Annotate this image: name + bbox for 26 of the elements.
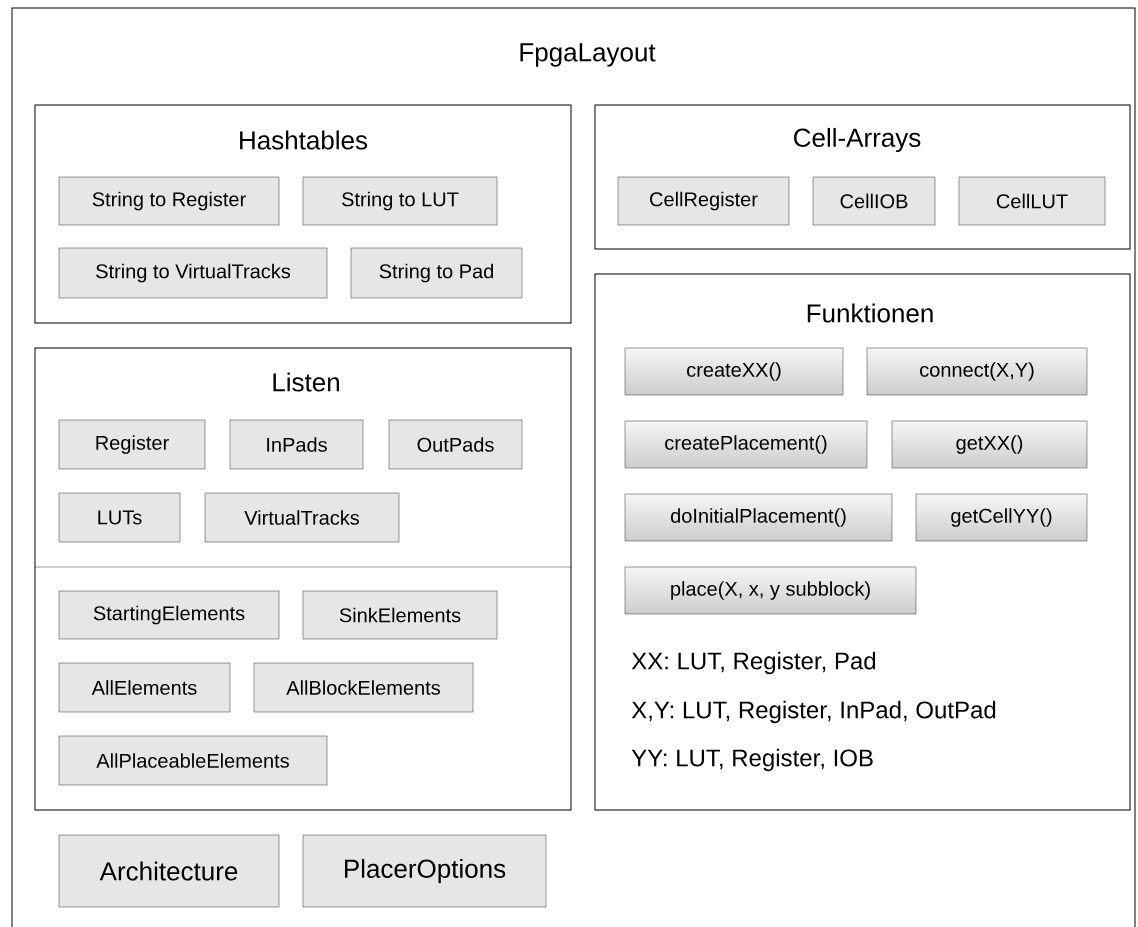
class-box: SinkElements — [302, 590, 498, 640]
function-box: place(X, x, y subblock) — [624, 566, 917, 615]
function-box: connect(X,Y) — [866, 347, 1088, 396]
class-box: String to Register — [58, 176, 280, 226]
class-box: CellRegister — [617, 176, 790, 226]
class-box: CellIOB — [812, 176, 936, 226]
class-box: InPads — [229, 419, 364, 470]
class-box: OutPads — [388, 419, 523, 470]
function-box: getXX() — [891, 420, 1088, 469]
class-box: VirtualTracks — [204, 492, 400, 543]
class-box: String to Pad — [350, 247, 523, 299]
class-box: String to LUT — [302, 176, 498, 226]
class-box: LUTs — [58, 492, 181, 543]
class-box: AllElements — [58, 662, 231, 713]
class-box: CellLUT — [958, 176, 1106, 226]
class-box: StartingElements — [58, 590, 280, 640]
class-box: AllBlockElements — [253, 662, 474, 713]
class-box: Register — [58, 419, 206, 470]
class-box: PlacerOptions — [302, 834, 547, 908]
class-box: AllPlaceableElements — [58, 735, 328, 786]
class-box: Architecture — [58, 834, 280, 908]
function-box: getCellYY() — [915, 493, 1088, 542]
function-box: doInitialPlacement() — [624, 493, 893, 542]
function-box: createPlacement() — [624, 420, 868, 469]
class-box: String to VirtualTracks — [58, 247, 328, 299]
function-box: createXX() — [624, 347, 844, 396]
